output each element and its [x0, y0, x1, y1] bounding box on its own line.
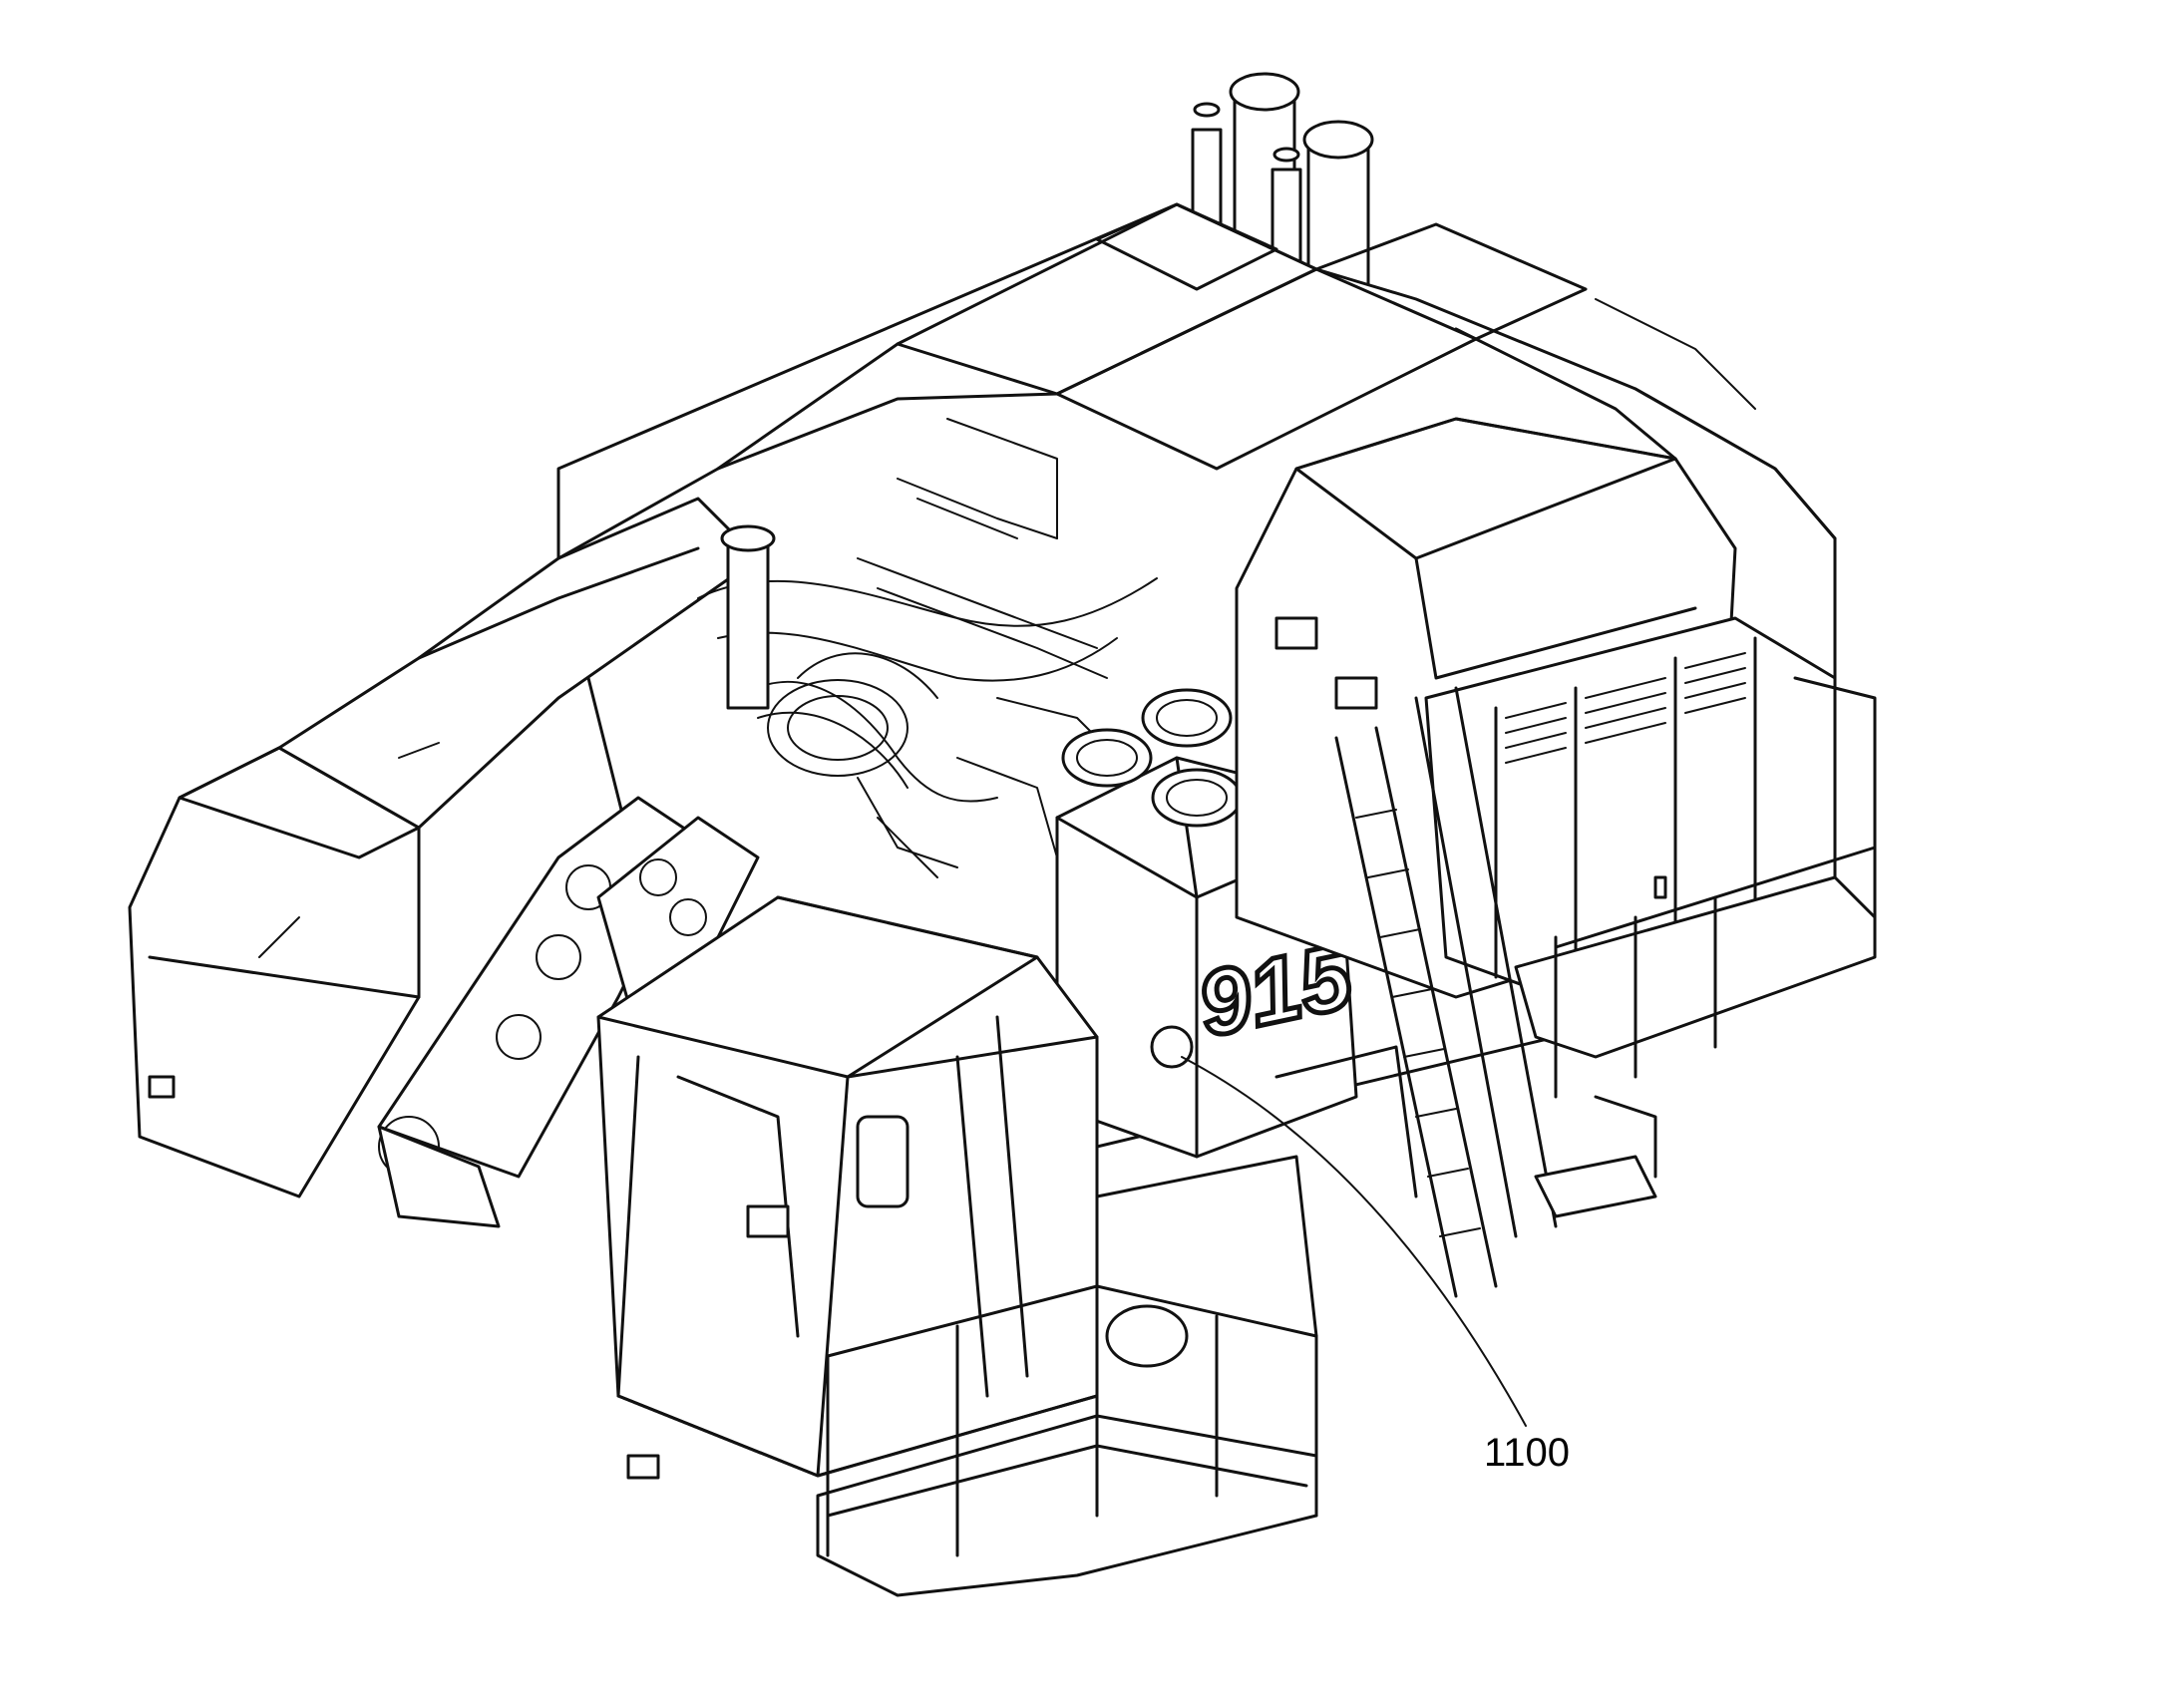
left-housing — [128, 342, 1059, 1198]
callout-1100: 1100 — [1181, 1056, 1570, 1475]
vent-grille — [1505, 652, 1746, 764]
engine-bay — [697, 418, 1158, 878]
front-walkway — [816, 1045, 1418, 1597]
right-walkway — [1514, 676, 1877, 1218]
callout-label: 1100 — [1484, 1431, 1570, 1475]
access-ladder — [1334, 686, 1558, 1298]
operator-cab — [596, 895, 1099, 1480]
